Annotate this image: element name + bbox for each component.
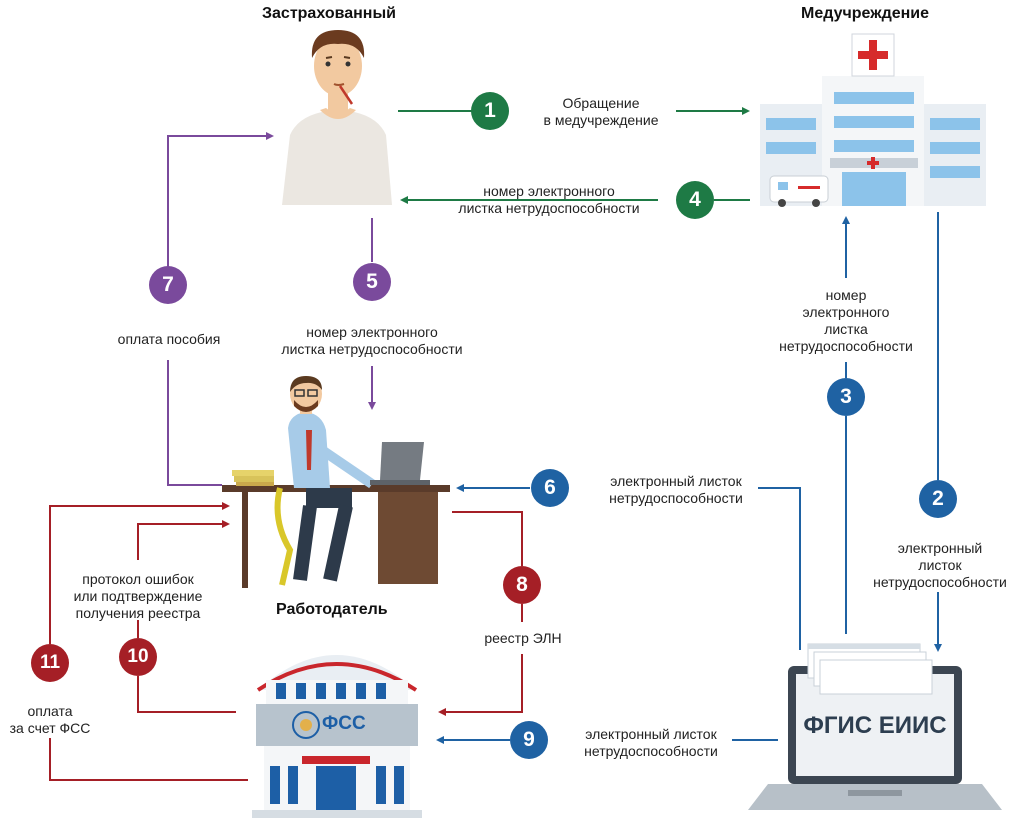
step-8-label: реестр ЭЛН [484, 630, 562, 646]
step-10-badge: 10 [119, 638, 157, 676]
step-1-badge: 1 [471, 92, 509, 130]
step-3-badge: 3 [827, 378, 865, 416]
step-9-label: электронный листок нетрудоспособности [584, 726, 718, 759]
step-6-badge: 6 [531, 469, 569, 507]
insured-title: Застрахованный [262, 5, 396, 22]
hospital-illustration [760, 33, 986, 207]
step-11-badge: 11 [31, 644, 69, 682]
step-6-label: электронный листок нетрудоспособности [609, 473, 743, 506]
employer-illustration [222, 376, 450, 588]
step-2-badge: 2 [919, 480, 957, 518]
fss-building-illustration [252, 655, 422, 818]
employer-title: Работодатель [276, 601, 388, 618]
step-5-badge: 5 [353, 263, 391, 301]
step-2-label: электронный листок нетрудоспособности [873, 540, 1007, 590]
step-4-badge: 4 [676, 181, 714, 219]
step-4-label: номер электронного листка нетрудоспособн… [458, 183, 640, 216]
step-10-label: протокол ошибок или подтверждение получе… [73, 571, 203, 621]
step-11-label: оплата за счет ФСС [9, 703, 91, 736]
step-5-label: номер электронного листка нетрудоспособн… [281, 324, 463, 357]
step-7-badge: 7 [149, 266, 187, 304]
laptop-illustration [748, 643, 1002, 810]
arrows [49, 107, 942, 781]
step-3-label: номер электронного листка нетрудоспособн… [779, 287, 913, 354]
fgis-screen-text: ФГИС ЕИИС [803, 712, 947, 739]
step-1-label: Обращение в медучреждение [543, 95, 659, 128]
insured-illustration [282, 30, 392, 205]
fss-sign: ФСС [322, 713, 366, 734]
step-7-label: оплата пособия [117, 331, 221, 347]
step-9-badge: 9 [510, 721, 548, 759]
medical-title: Медучреждение [801, 5, 930, 22]
step-8-badge: 8 [503, 566, 541, 604]
